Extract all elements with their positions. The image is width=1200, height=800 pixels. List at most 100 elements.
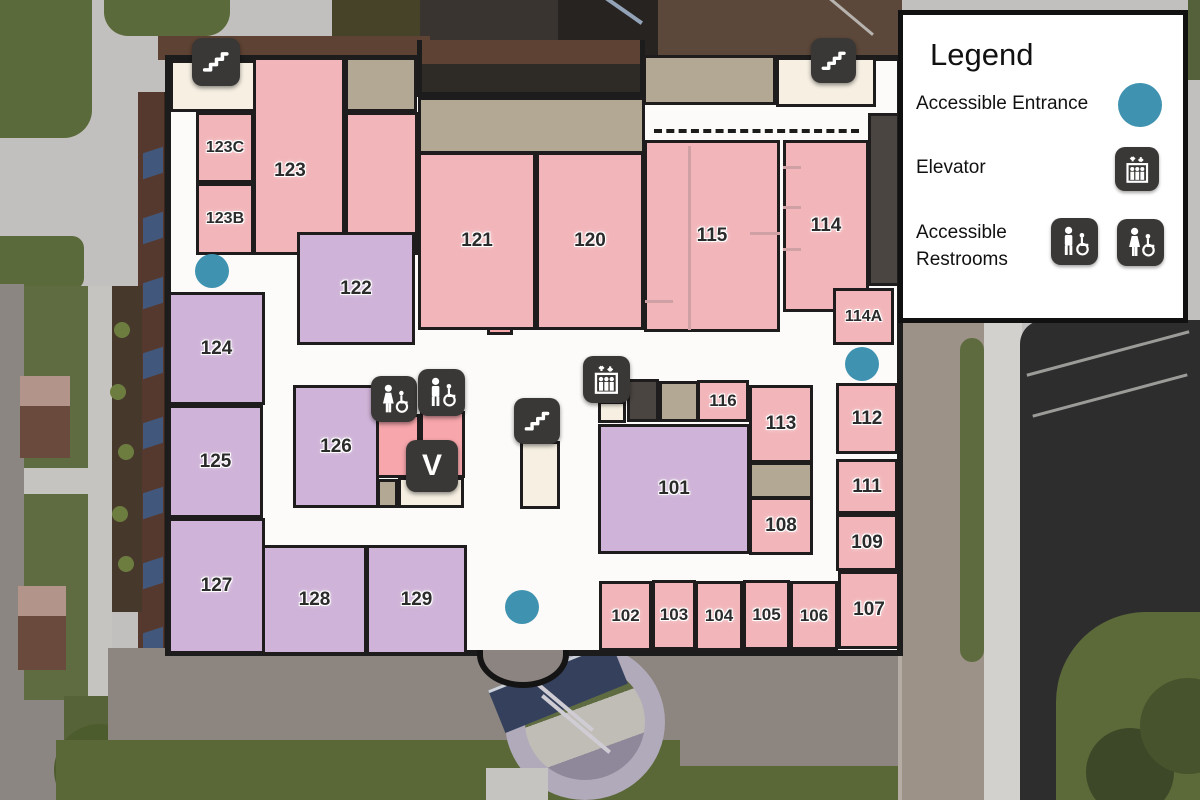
shrub: [114, 322, 130, 338]
area-tan: [643, 55, 776, 105]
wall-partition: [783, 248, 801, 251]
vending-machine-icon[interactable]: V: [406, 440, 458, 492]
room-label: 120: [574, 230, 606, 251]
area-tan: [345, 57, 417, 112]
area-dark: [627, 379, 659, 422]
room-label: 112: [851, 407, 883, 429]
room-label: 127: [200, 575, 233, 596]
room-116[interactable]: 116: [697, 380, 749, 422]
room-label: 109: [851, 531, 883, 553]
lawn: [0, 236, 84, 290]
room-128[interactable]: 128: [262, 545, 367, 655]
room-123[interactable]: 123: [253, 57, 345, 255]
room-124[interactable]: 124: [168, 292, 265, 405]
area-tan: [659, 381, 699, 422]
cottage-roof: [18, 586, 66, 616]
room-101[interactable]: 101: [598, 424, 750, 554]
room-126[interactable]: 126: [293, 385, 379, 508]
room-label: 114: [810, 215, 842, 236]
womens-restroom-icon[interactable]: [371, 376, 417, 422]
lawn: [1188, 0, 1200, 80]
legend-title: Legend: [930, 37, 1034, 72]
area-cream: [520, 441, 560, 509]
roof-notch: [417, 40, 645, 97]
room-105[interactable]: 105: [743, 580, 790, 650]
brick-roof: [658, 0, 902, 58]
room-label: 107: [853, 599, 885, 620]
room-102[interactable]: 102: [599, 581, 652, 651]
mens-restroom-icon[interactable]: [418, 369, 465, 416]
room-129[interactable]: 129: [366, 545, 467, 655]
lawn: [104, 0, 230, 36]
room-103[interactable]: 103: [652, 580, 696, 650]
room-label: 103: [659, 605, 689, 624]
room-label: 101: [658, 478, 690, 499]
room-111[interactable]: 111: [836, 459, 898, 514]
room-108[interactable]: 108: [749, 497, 813, 555]
legend-label-accessible-restrooms: Accessible Restrooms: [916, 222, 1008, 270]
sidewalk: [984, 320, 1022, 800]
room-label: 124: [200, 337, 233, 359]
shrub: [110, 384, 126, 400]
room-label: 113: [765, 413, 797, 434]
room-label: 129: [400, 589, 433, 610]
accessible-entrance-marker[interactable]: [505, 590, 539, 624]
room-label: 123: [274, 160, 306, 181]
legend-panel: Legend Accessible Entrance Elevator Acce…: [898, 10, 1188, 323]
room-label: 123C: [205, 138, 245, 156]
shrub: [118, 444, 134, 460]
room-123C[interactable]: 123C: [196, 112, 254, 183]
stairs-icon[interactable]: [811, 38, 856, 83]
room-label: 121: [461, 230, 493, 251]
vending-glyph: V: [421, 449, 442, 482]
room-label: 123B: [205, 210, 245, 227]
room-label: 108: [765, 515, 797, 536]
room-125[interactable]: 125: [168, 405, 263, 518]
room-112[interactable]: 112: [836, 383, 898, 454]
room-label: 106: [799, 605, 829, 625]
brick-edge: [422, 40, 640, 64]
room-123B[interactable]: 123B: [196, 183, 254, 255]
legend-label-accessible-entrance: Accessible Entrance: [916, 93, 1089, 114]
legend-label-elevator: Elevator: [916, 157, 986, 178]
room-120[interactable]: 120: [536, 152, 644, 330]
room-115[interactable]: 115: [644, 140, 780, 332]
dashed-wall: [654, 129, 859, 133]
room-label: 102: [611, 606, 640, 625]
lawn: [0, 0, 92, 138]
room-label: 126: [320, 435, 352, 457]
stairs-icon[interactable]: [192, 38, 240, 86]
room-127[interactable]: 127: [168, 518, 265, 654]
elevator-icon[interactable]: [583, 356, 630, 403]
wall-partition: [688, 146, 691, 330]
area-dark: [868, 113, 900, 286]
path: [24, 468, 90, 494]
walkway: [486, 768, 548, 800]
shrub: [118, 556, 134, 572]
room-107[interactable]: 107: [838, 571, 900, 649]
room-label: 125: [199, 450, 232, 472]
room-113[interactable]: 113: [749, 385, 813, 463]
room-106[interactable]: 106: [790, 581, 838, 650]
shrub: [112, 506, 128, 522]
room-109[interactable]: 109: [836, 514, 898, 571]
elevator-icon: [1115, 147, 1159, 191]
stairs-icon[interactable]: [514, 398, 560, 444]
room-label: 122: [340, 277, 372, 299]
accessible-entrance-marker[interactable]: [195, 254, 229, 288]
room-121[interactable]: 121: [418, 152, 536, 330]
south-entrance-arc: [477, 650, 569, 688]
room-label: 104: [704, 606, 734, 625]
wall-partition: [783, 206, 801, 209]
room-label: 128: [298, 589, 331, 610]
accessible-entrance-swatch: [1118, 83, 1162, 127]
area-tan: [377, 479, 398, 508]
accessible-entrance-marker[interactable]: [845, 347, 879, 381]
roof-dark: [422, 64, 640, 92]
wall-partition: [783, 166, 801, 169]
room-114A[interactable]: 114A: [833, 288, 894, 345]
room-122[interactable]: 122: [297, 232, 415, 345]
room-104[interactable]: 104: [695, 581, 743, 651]
